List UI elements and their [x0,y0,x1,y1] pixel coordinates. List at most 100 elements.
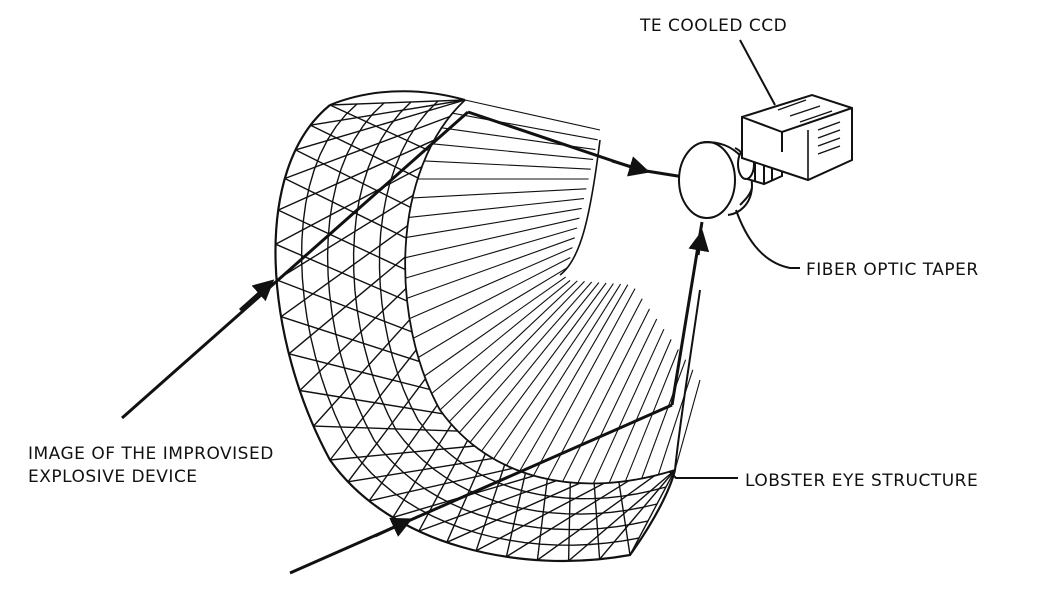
grid-line [568,469,676,562]
louvre-slat [408,198,585,218]
louvre-slat [547,298,643,480]
fiber-optic-taper-label: FIBER OPTIC TAPER [806,260,979,280]
ccd-label: TE COOLED CCD [640,16,788,36]
lobster-eye-structure [274,90,701,563]
grid-line [629,469,676,556]
upper-ray-reflected-arrow [611,156,651,177]
grid-line [313,425,458,432]
taper-leader [735,209,800,269]
grid-line [288,353,431,391]
grid-line [475,464,506,552]
grid-line [284,177,407,239]
grid-ring [326,102,649,531]
louvre-slat [406,237,575,299]
grid-line [536,478,548,561]
grid-line [347,378,427,483]
louvre-slat [405,217,580,259]
louvre-slat [469,282,600,443]
leader-lines [669,39,800,479]
grid-line [277,139,435,211]
x-ray-paths [121,110,710,575]
louvre-slat [406,207,582,238]
grid-line [299,389,443,415]
ccd-leader [739,39,776,106]
grid-line [418,480,557,532]
grid-line [329,99,466,106]
grid-line [446,482,581,543]
grid-line [506,480,630,558]
ccd-camera [737,93,853,186]
louvre-slat [448,281,585,423]
louvre-slat [412,188,587,199]
upper-ray-arrow [239,279,275,312]
grid-line [368,404,438,502]
louvre-slat [533,288,636,476]
grid-line [275,166,423,245]
louvre-slat [608,339,672,484]
lower-ray [289,403,673,575]
grid-line [299,287,407,392]
grid-line [276,194,414,281]
grid-line [418,439,469,532]
grid-ring [300,103,640,546]
louvre-slat [458,281,593,433]
louvre-slat [592,328,665,484]
grid-line [446,453,487,543]
louvre-slat [431,279,571,394]
lobster-eye-label: LOBSTER EYE STRUCTURE [745,471,979,491]
upper-ray [121,110,469,420]
louvre-slat [464,99,601,131]
grid-line [475,482,605,552]
grid-line [288,256,406,355]
louvre-slat [641,359,687,479]
louvre-slat [418,266,569,358]
grid-line [347,457,494,483]
grid-line [392,424,453,518]
grid-line [310,99,466,126]
grid-line [295,149,411,209]
fiber-optic-taper [678,141,754,219]
louvre-slat [577,318,658,484]
lower-ray-arrow [374,517,413,538]
louvre-slat [493,283,614,460]
louvre-slat [424,160,591,170]
grid-line [284,115,451,180]
louvre-slat [405,227,578,279]
grid-line [312,319,411,427]
grid-line [567,482,571,561]
louvre-slat [519,284,629,472]
grid-ring [352,101,658,515]
louvre-slat [432,143,594,160]
louvre-slat [424,276,567,377]
grid-line [280,316,420,363]
grid-line [276,279,413,333]
image-label-line1: IMAGE OF THE IMPROVISED [28,444,274,464]
louvre-slat [481,282,607,452]
upper-ray-reflected [467,110,641,172]
grid-line [329,349,417,461]
louvre-slat [439,280,578,411]
grid-line [280,225,409,318]
grid-line [618,481,631,556]
grid-line [505,472,527,557]
lobster-leader [669,471,738,479]
louvre-slat [452,112,598,141]
grid-line [599,469,676,560]
grid-line [295,99,466,151]
louvre-slat [562,308,650,482]
grid-line [310,124,419,179]
grid-line [593,483,601,560]
louvre-slat [657,369,694,475]
louvre-slat [413,257,571,339]
grid-line [368,467,513,502]
grid-line [536,475,655,561]
louvre-slat [409,247,573,320]
grid-line [329,445,475,461]
image-label-line2: EXPLOSIVE DEVICE [28,467,198,487]
lower-ray-reflected-arrow [688,229,710,256]
grid-line [329,104,430,152]
louvre-slat [674,379,701,471]
louvre-slat [505,283,622,466]
